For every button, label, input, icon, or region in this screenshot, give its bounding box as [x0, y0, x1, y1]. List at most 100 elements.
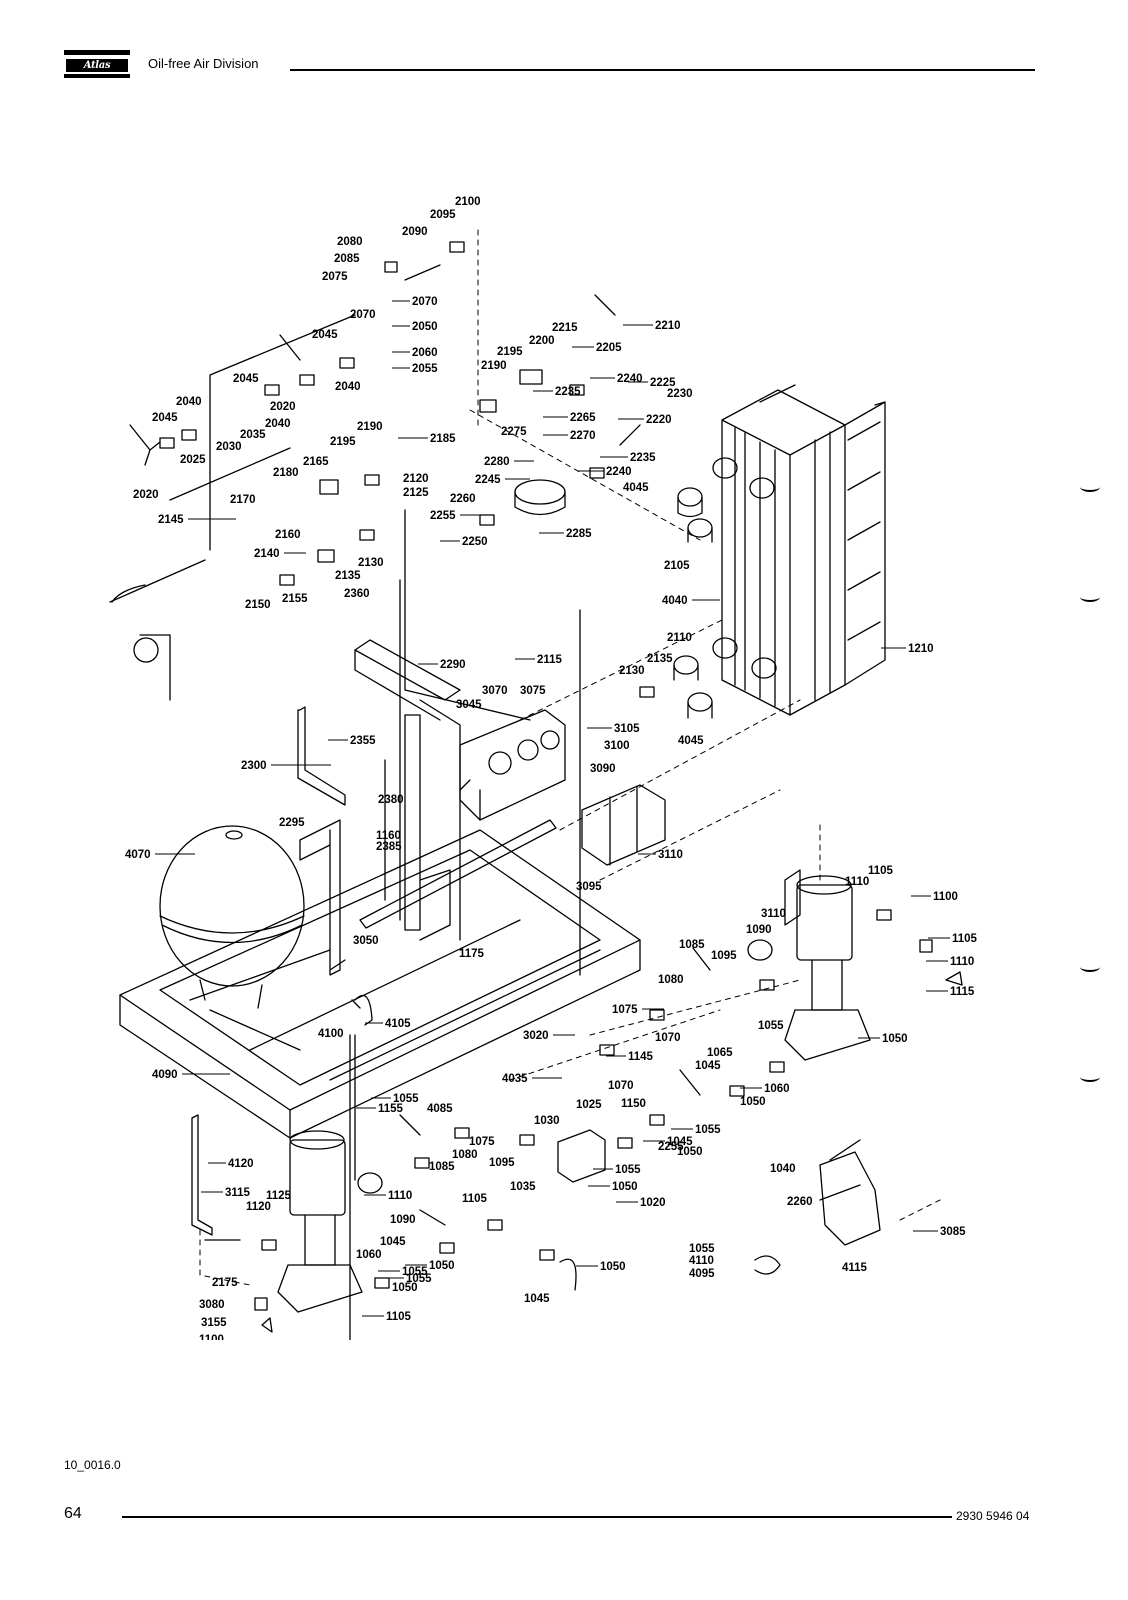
part-number-label: 2295 [279, 817, 305, 829]
part-number-label: 2255 [430, 510, 456, 522]
relay-blocks [581, 784, 666, 866]
part-number-label: 2265 [570, 412, 596, 424]
part-number-label: 2030 [216, 441, 242, 453]
part-number-label: 2255 [658, 1141, 684, 1153]
part-number-label: 1020 [640, 1197, 666, 1209]
manifold-block [557, 1129, 606, 1183]
part-number-label: 2040 [335, 381, 361, 393]
part-number-label: 2275 [501, 426, 527, 438]
part-number-label: 1050 [429, 1260, 455, 1272]
expansion-tank [159, 825, 305, 987]
part-number-label: 2360 [344, 588, 370, 600]
part-number-label: 2385 [376, 841, 402, 853]
part-number-label: 2240 [617, 373, 643, 385]
part-number-label: 1030 [534, 1115, 560, 1127]
part-number-label: 2125 [403, 487, 429, 499]
part-number-label: 1110 [950, 956, 974, 968]
part-number-label: 4115 [842, 1262, 868, 1274]
part-number-label: 1210 [908, 643, 934, 655]
part-number-label: 1070 [608, 1080, 634, 1092]
page-number: 64 [64, 1505, 82, 1522]
part-number-label: 2150 [245, 599, 271, 611]
part-number-label: 2185 [430, 433, 456, 445]
part-number-label: 1050 [612, 1181, 638, 1193]
part-number-label: 1055 [615, 1164, 641, 1176]
part-number-label: 2040 [265, 418, 291, 430]
logo-wordmark: Atlas Copco [66, 59, 128, 84]
coupling-guard [819, 1151, 881, 1246]
part-number-label: 1070 [655, 1032, 681, 1044]
part-number-label: 2045 [152, 412, 178, 424]
part-number-label: 2140 [254, 548, 280, 560]
part-number-label: 3095 [576, 881, 602, 893]
part-number-label: 2210 [655, 320, 681, 332]
binding-mark [1080, 962, 1100, 972]
binding-mark [1080, 592, 1100, 602]
part-number-label: 1050 [740, 1096, 766, 1108]
part-number-label: 2250 [462, 536, 488, 548]
part-number-label: 3115 [225, 1187, 251, 1199]
part-number-label: 2130 [358, 557, 384, 569]
part-number-label: 1100 [199, 1334, 224, 1340]
part-number-label: 4095 [689, 1268, 715, 1280]
part-number-label: 4035 [502, 1073, 528, 1085]
part-number-label: 1080 [452, 1149, 478, 1161]
part-number-label: 1060 [764, 1083, 790, 1095]
part-number-label: 1050 [882, 1033, 908, 1045]
part-number-label: 1055 [406, 1273, 432, 1285]
heat-exchanger [721, 419, 791, 716]
part-number-label: 4105 [385, 1018, 411, 1030]
part-number-label: 2115 [537, 654, 563, 666]
part-number-label: 3050 [353, 935, 379, 947]
part-number-label: 2020 [133, 489, 159, 501]
part-number-label: 2355 [350, 735, 376, 747]
part-number-label: 1065 [707, 1047, 733, 1059]
part-number-label: 2040 [176, 396, 202, 408]
part-number-label: 1095 [711, 950, 737, 962]
part-number-label: 1105 [386, 1311, 412, 1323]
part-number-label: 2085 [334, 253, 360, 265]
drawing-code: 10_0016.0 [64, 1458, 121, 1472]
part-number-label: 2105 [664, 560, 690, 572]
bracket-2300 [297, 706, 346, 806]
part-number-label: 2175 [212, 1277, 238, 1289]
part-number-label: 1055 [402, 1266, 428, 1278]
part-number-label: 1035 [510, 1181, 536, 1193]
bracket-1120 [191, 1114, 213, 1236]
part-number-label: 1055 [689, 1243, 715, 1255]
part-number-label: 2155 [282, 593, 308, 605]
part-number-label: 2035 [240, 429, 266, 441]
part-number-label: 3085 [940, 1226, 966, 1238]
part-number-label: 2215 [552, 322, 578, 334]
part-number-label: 3110 [658, 849, 683, 861]
part-number-label: 1080 [658, 974, 684, 986]
part-number-label: 4040 [662, 595, 688, 607]
part-number-label: 2195 [497, 346, 523, 358]
part-number-label: 1175 [459, 948, 485, 960]
part-number-label: 2380 [378, 794, 404, 806]
part-number-label: 2080 [337, 236, 363, 248]
part-number-label: 2070 [412, 296, 438, 308]
part-number-label: 2205 [596, 342, 622, 354]
part-number-label: 1115 [950, 986, 975, 998]
part-number-label: 2130 [619, 665, 645, 677]
part-number-label: 3045 [456, 699, 482, 711]
control-panel [459, 709, 566, 821]
part-number-label: 1155 [378, 1103, 404, 1115]
part-number-label: 2260 [450, 493, 476, 505]
atlas-copco-logo: Atlas Copco [64, 50, 130, 84]
part-number-label: 2160 [275, 529, 301, 541]
part-number-label: 1025 [576, 1099, 602, 1111]
part-number-label: 4100 [318, 1028, 344, 1040]
part-number-label: 2070 [350, 309, 376, 321]
part-number-label: 2170 [230, 494, 256, 506]
part-number-label: 1105 [952, 933, 978, 945]
part-number-label: 3075 [520, 685, 546, 697]
part-number-label: 2245 [475, 474, 501, 486]
document-number: 2930 5946 04 [956, 1509, 1030, 1523]
part-number-label: 2145 [158, 514, 184, 526]
part-number-label: 2050 [412, 321, 438, 333]
fittings [111, 241, 963, 1333]
part-number-label: 1075 [469, 1136, 495, 1148]
